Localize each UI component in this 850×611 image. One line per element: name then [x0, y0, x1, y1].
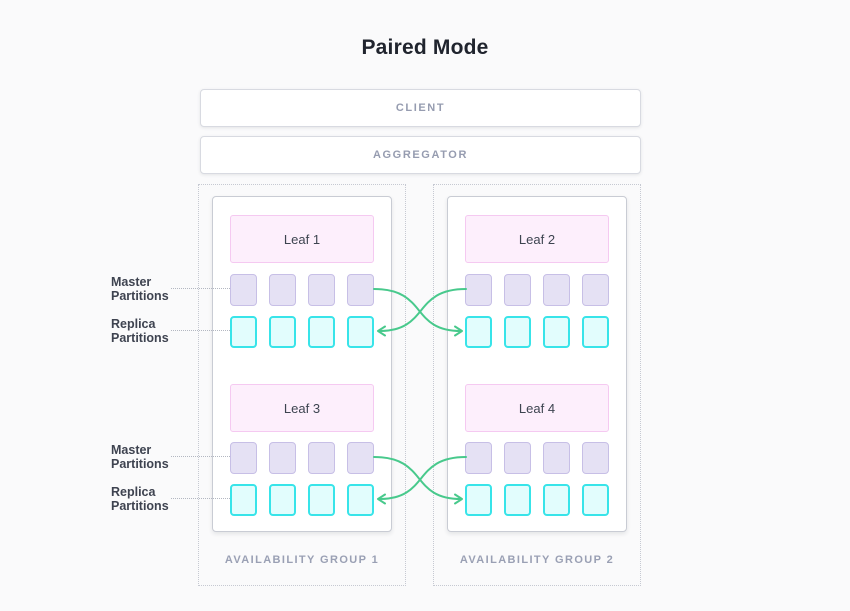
master-partition	[230, 442, 257, 474]
leaf-node-container-group2: Leaf 2 Leaf 4	[447, 196, 627, 532]
replica-partition	[582, 316, 609, 348]
master-partition	[269, 442, 296, 474]
master-partition	[269, 274, 296, 306]
availability-group-2-label: AVAILABILITY GROUP 2	[459, 554, 615, 566]
master-partition	[230, 274, 257, 306]
master-partition	[543, 442, 570, 474]
master-partition	[582, 442, 609, 474]
leaf-node-container-group1: Leaf 1 Leaf 3	[212, 196, 392, 532]
leaf-4-header: Leaf 4	[465, 384, 609, 432]
leaf-2-header: Leaf 2	[465, 215, 609, 263]
replica-partition	[308, 316, 335, 348]
aggregator-box: AGGREGATOR	[200, 136, 641, 174]
aggregator-label: AGGREGATOR	[372, 149, 469, 161]
leader-line-master-bottom	[171, 456, 230, 457]
leaf-3-label: Leaf 3	[283, 400, 321, 416]
leaf-4-master-partition-row	[465, 442, 609, 474]
client-box: CLIENT	[200, 89, 641, 127]
replica-partition	[543, 316, 570, 348]
page-title: Paired Mode	[361, 36, 489, 59]
leaf-4-replica-partition-row	[465, 484, 609, 516]
replica-partition	[543, 484, 570, 516]
replica-partition	[269, 316, 296, 348]
availability-group-2: Leaf 2 Leaf 4	[433, 184, 641, 586]
master-partition	[543, 274, 570, 306]
leaf-3-replica-partition-row	[230, 484, 374, 516]
replica-partition	[347, 316, 374, 348]
leaf-2-master-partition-row	[465, 274, 609, 306]
master-partitions-label-top: Master Partitions	[111, 275, 169, 303]
leaf-3-master-partition-row	[230, 442, 374, 474]
master-partition	[347, 442, 374, 474]
master-partitions-label-bottom: Master Partitions	[111, 443, 169, 471]
client-label: CLIENT	[395, 102, 446, 114]
availability-group-1: Leaf 1 Leaf 3	[198, 184, 406, 586]
replica-partition	[230, 484, 257, 516]
master-partition	[465, 442, 492, 474]
leaf-1-label: Leaf 1	[283, 231, 321, 247]
replica-partitions-label-top: Replica Partitions	[111, 317, 169, 345]
replica-partition	[504, 316, 531, 348]
master-partition	[504, 442, 531, 474]
master-partition	[347, 274, 374, 306]
replica-partition	[230, 316, 257, 348]
replica-partition	[465, 484, 492, 516]
availability-group-1-label: AVAILABILITY GROUP 1	[224, 554, 380, 566]
leader-line-replica-top	[171, 330, 230, 331]
leaf-3-header: Leaf 3	[230, 384, 374, 432]
master-partition	[308, 274, 335, 306]
replica-partition	[269, 484, 296, 516]
replica-partition	[504, 484, 531, 516]
leaf-1-header: Leaf 1	[230, 215, 374, 263]
leaf-2-label: Leaf 2	[518, 231, 556, 247]
master-partition	[308, 442, 335, 474]
replica-partition	[308, 484, 335, 516]
master-partition	[582, 274, 609, 306]
leader-line-master-top	[171, 288, 230, 289]
leaf-4-label: Leaf 4	[518, 400, 556, 416]
replica-partition	[582, 484, 609, 516]
leaf-1-replica-partition-row	[230, 316, 374, 348]
leaf-2-replica-partition-row	[465, 316, 609, 348]
leader-line-replica-bottom	[171, 498, 230, 499]
leaf-1-master-partition-row	[230, 274, 374, 306]
replica-partition	[347, 484, 374, 516]
master-partition	[465, 274, 492, 306]
replica-partition	[465, 316, 492, 348]
replica-partitions-label-bottom: Replica Partitions	[111, 485, 169, 513]
master-partition	[504, 274, 531, 306]
